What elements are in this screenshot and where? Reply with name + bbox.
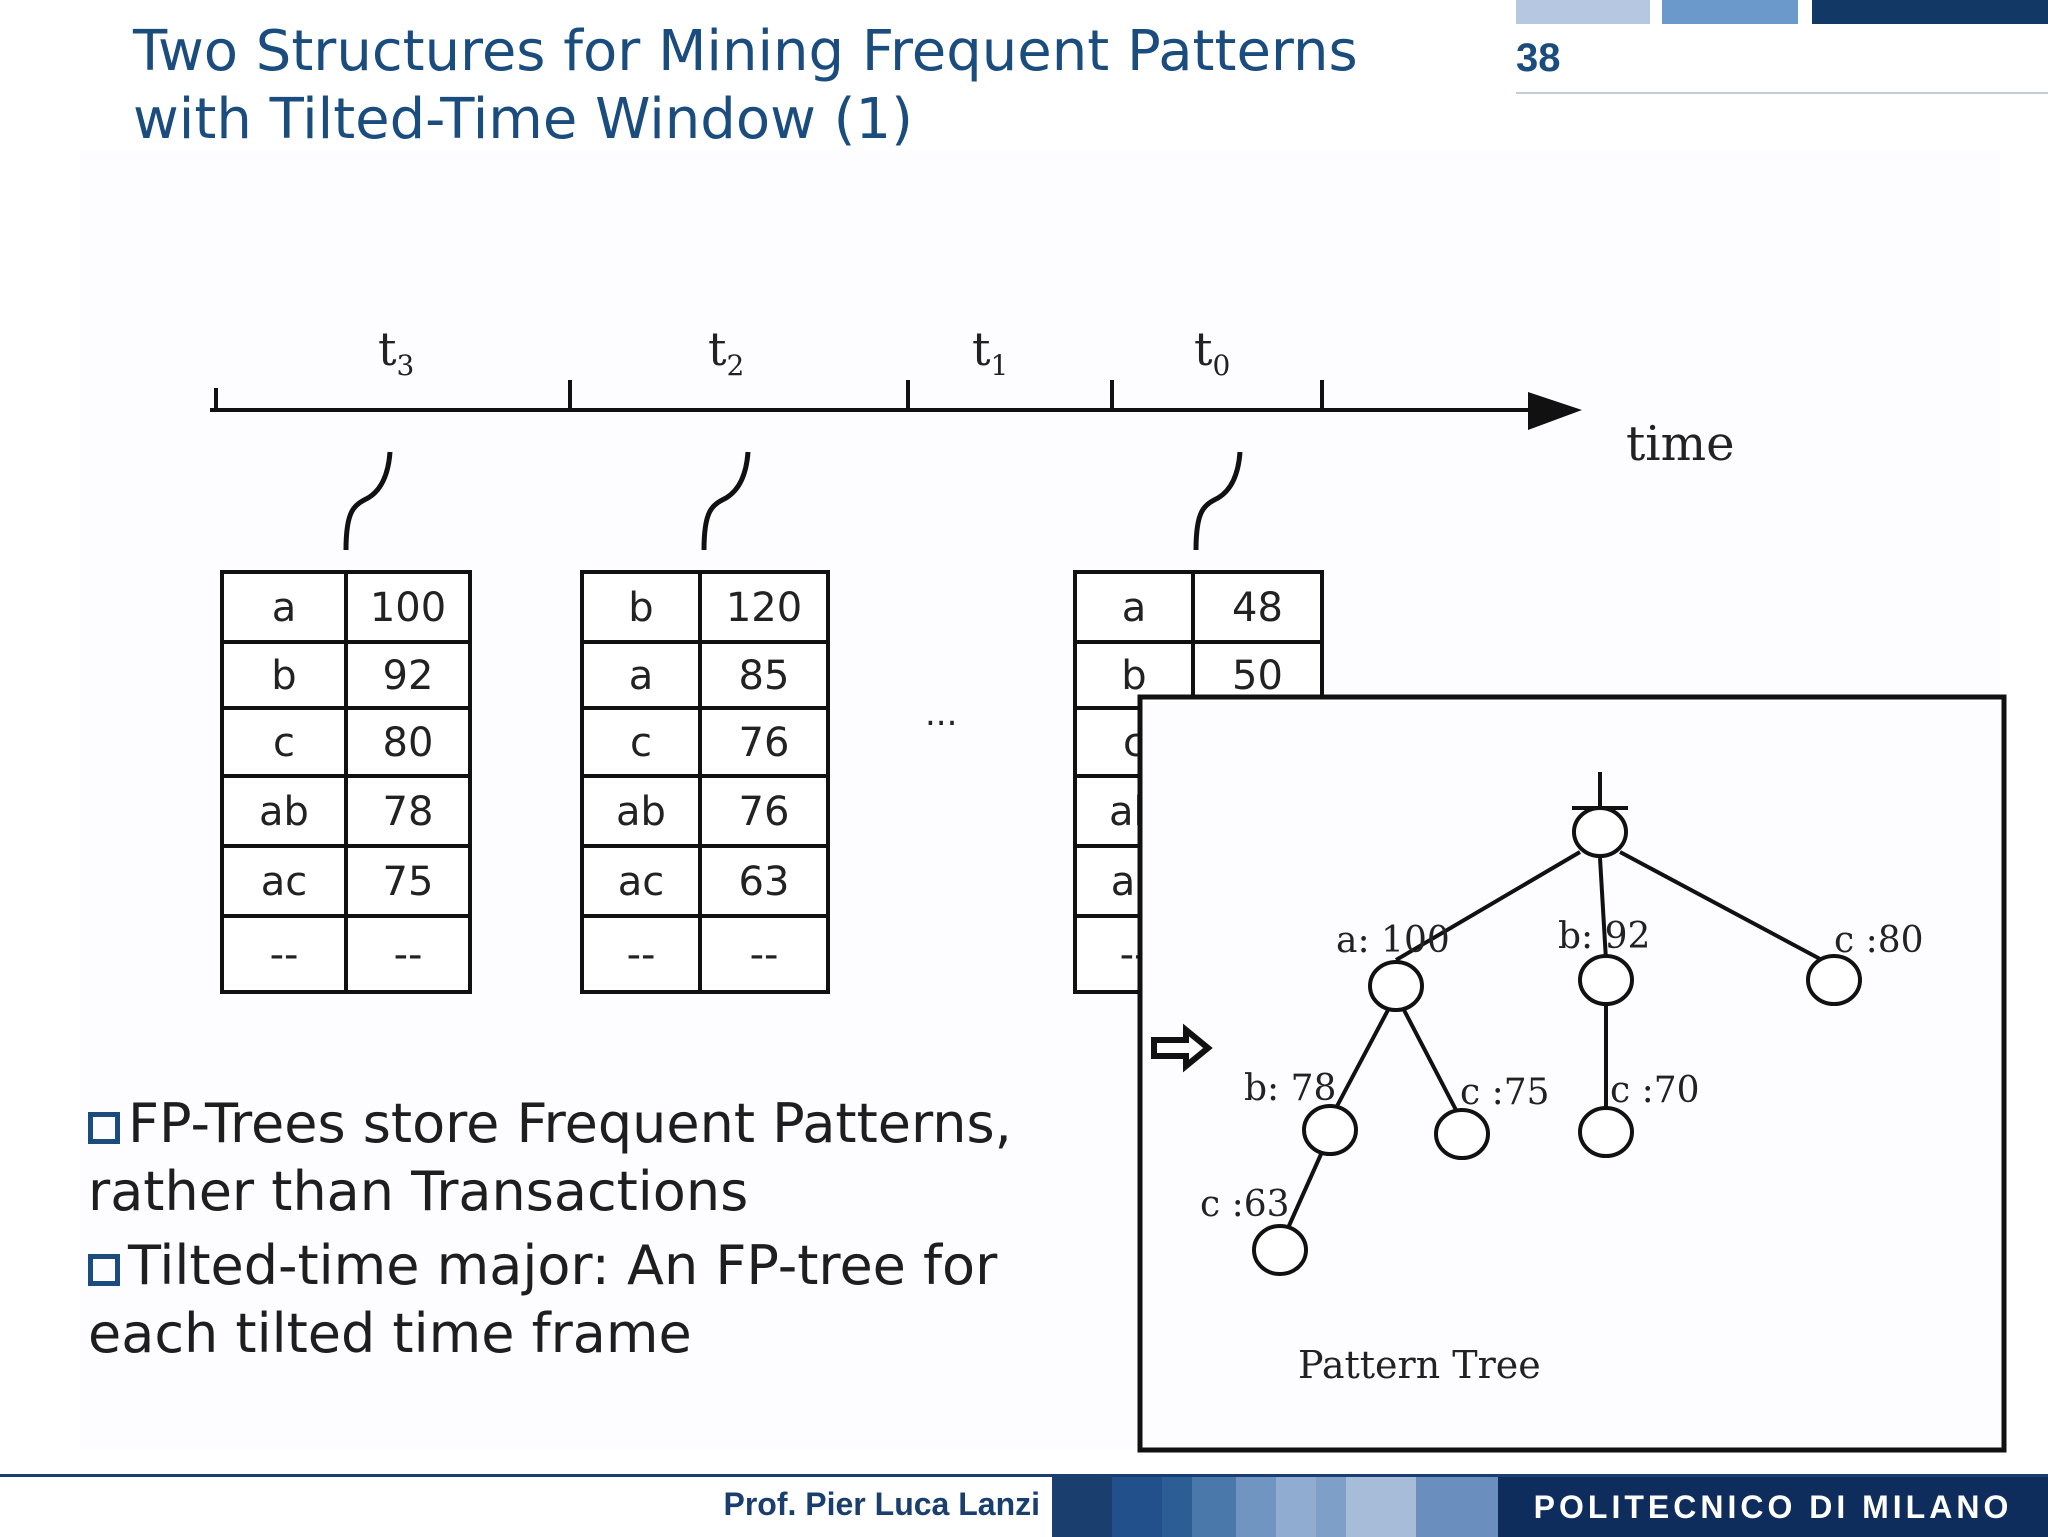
time-axis-arrowhead	[1528, 392, 1582, 430]
tree-node-b	[1578, 954, 1634, 1006]
tree-label-ab: b: 78	[1244, 1068, 1336, 1109]
slide-title-line1: Two Structures for Mining Frequent Patte…	[133, 19, 1358, 84]
table-cell-itemset: a	[272, 585, 297, 631]
table-cell-itemset: c	[630, 720, 652, 766]
header-bar-dark	[1812, 0, 2048, 24]
table-cell-itemset: --	[627, 932, 656, 978]
table-cell-itemset: c	[273, 720, 295, 766]
tree-label-bc: c :70	[1610, 1070, 1700, 1111]
footer-stripe	[1162, 1477, 1192, 1537]
table-cell-itemset: a	[629, 653, 654, 699]
footer-institution: POLITECNICO DI MILANO	[1498, 1477, 2048, 1537]
header-rule	[1516, 92, 2048, 94]
timeline-label-t1: t1	[972, 322, 1008, 382]
t3-subscript: 3	[397, 349, 415, 382]
bullet-list: FP-Trees store Frequent Patterns, rather…	[88, 1090, 1128, 1374]
table-cell-itemset: b	[628, 585, 653, 631]
time-axis	[210, 380, 1540, 412]
slide-title: Two Structures for Mining Frequent Patte…	[133, 18, 1453, 154]
table-cell-count: --	[394, 932, 423, 978]
table-cell-count: 48	[1232, 585, 1283, 631]
slide-title-line2: with Tilted-Time Window (1)	[133, 87, 914, 152]
timeline-label-t3: t3	[378, 322, 414, 382]
footer-stripe	[1316, 1477, 1346, 1537]
footer-stripe	[1052, 1477, 1112, 1537]
header-bar-mid	[1662, 0, 1798, 24]
table-cell-itemset: b	[1121, 653, 1146, 699]
tree-node-c	[1806, 954, 1862, 1006]
bullet-text-2: Tilted-time major: An FP-tree for each t…	[88, 1234, 998, 1365]
footer-stripe	[1346, 1477, 1416, 1537]
timeline-label-t2: t2	[708, 322, 744, 382]
footer-stripe	[1112, 1477, 1162, 1537]
footer-rule	[0, 1474, 2048, 1477]
table-cell-itemset: ac	[261, 859, 308, 905]
tree-label-ac: c :75	[1460, 1072, 1550, 1113]
table-cell-count: 50	[1232, 653, 1283, 699]
table-cell-itemset: ab	[616, 789, 666, 835]
pattern-tree-caption: Pattern Tree	[1298, 1343, 1541, 1387]
tree-node-abc	[1252, 1224, 1308, 1276]
connector-squiggles	[343, 451, 1243, 551]
table-cell-count: 100	[370, 585, 446, 631]
frequency-table-t2: b 120 a 85 c 76 ab 76 ac 63 -- --	[580, 570, 830, 994]
tree-node-a	[1368, 960, 1424, 1012]
table-cell-itemset: --	[270, 932, 299, 978]
timeline-label-t0: t0	[1194, 322, 1230, 382]
tree-node-ab	[1302, 1104, 1358, 1156]
tree-label-a: a: 100	[1336, 920, 1450, 961]
tree-node-root	[1572, 806, 1628, 858]
t2-subscript: 2	[727, 349, 745, 382]
tree-label-abc: c :63	[1200, 1184, 1290, 1225]
table-cell-count: 120	[726, 585, 802, 631]
checkbox-bullet-icon	[88, 1112, 120, 1144]
table-cell-count: 92	[383, 653, 434, 699]
squiggle-t3	[343, 451, 393, 551]
table-cell-count: 76	[739, 720, 790, 766]
time-axis-label: time	[1626, 416, 1735, 472]
table-cell-count: 75	[383, 859, 434, 905]
table-cell-count: --	[750, 932, 779, 978]
table-cell-count: 80	[383, 720, 434, 766]
page-number: 38	[1516, 36, 1561, 80]
table-cell-count: 78	[383, 789, 434, 835]
squiggle-t0	[1193, 451, 1243, 551]
frequency-table-t3: a 100 b 92 c 80 ab 78 ac 75 -- --	[220, 570, 472, 994]
bullet-text-1: FP-Trees store Frequent Patterns, rather…	[88, 1092, 1012, 1223]
footer-stripe	[1236, 1477, 1276, 1537]
tree-label-b: b: 92	[1558, 916, 1650, 957]
table-cell-itemset: ab	[259, 789, 309, 835]
bullet-item: Tilted-time major: An FP-tree for each t…	[88, 1232, 1128, 1368]
t1-subscript: 1	[991, 349, 1009, 382]
table-cell-itemset: b	[271, 653, 296, 699]
footer-stripe	[1276, 1477, 1316, 1537]
footer-author: Prof. Pier Luca Lanzi	[723, 1486, 1040, 1522]
table-cell-count: 63	[739, 859, 790, 905]
footer-stripe	[1416, 1477, 1498, 1537]
table-cell-itemset: ac	[618, 859, 665, 905]
pattern-tree-box	[1137, 694, 2007, 1453]
table-cell-count: 85	[739, 653, 790, 699]
pattern-tree-nodes	[1252, 806, 1862, 1276]
timeline-ellipsis: ...	[925, 694, 957, 734]
footer-stripe	[1192, 1477, 1236, 1537]
t0-subscript: 0	[1213, 349, 1231, 382]
checkbox-bullet-icon	[88, 1254, 120, 1286]
table-cell-count: 76	[739, 789, 790, 835]
table-border	[580, 570, 830, 994]
pointer-arrow-icon	[1151, 1023, 1213, 1073]
tree-label-c: c :80	[1834, 920, 1924, 961]
tree-node-bc	[1578, 1106, 1634, 1158]
pattern-tree-panel: a: 100 b: 92 c :80 b: 78 c :75 c :70 c :…	[1137, 694, 2007, 1453]
squiggle-t2	[701, 451, 751, 551]
bullet-item: FP-Trees store Frequent Patterns, rather…	[88, 1090, 1128, 1226]
tree-node-ac	[1434, 1108, 1490, 1160]
table-cell-itemset: a	[1122, 585, 1147, 631]
header-bar-light	[1516, 0, 1650, 24]
